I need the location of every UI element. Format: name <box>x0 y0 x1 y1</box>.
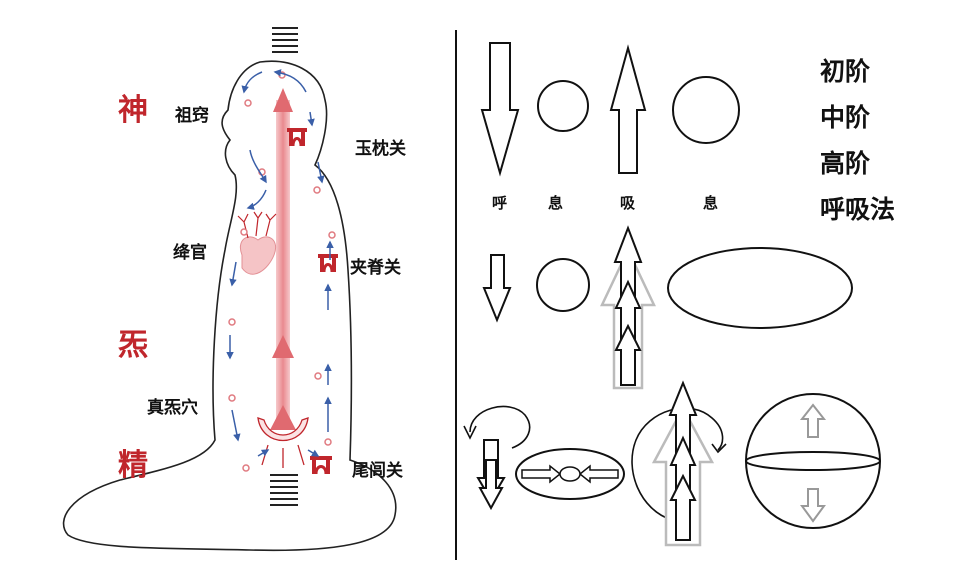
label-qi: 炁 <box>118 328 148 363</box>
title-intermediate: 中阶 <box>820 103 871 132</box>
heart-organ <box>240 236 276 275</box>
base-lines <box>270 474 298 506</box>
channel-arrow-mid <box>272 335 294 358</box>
caption-exhale: 呼 <box>492 194 508 212</box>
label-jiajiguan: 夹脊关 <box>350 258 401 278</box>
cauldron <box>257 417 309 441</box>
layered-exhale-arrows <box>476 439 506 511</box>
inhale-arrow <box>609 44 647 174</box>
pause-circle-2 <box>672 76 740 144</box>
caption-inhale: 吸 <box>620 194 636 212</box>
title-breathing-method: 呼吸法 <box>820 195 896 224</box>
rotation-arc-left <box>469 405 531 449</box>
layered-inhale-arrows <box>613 225 643 386</box>
label-jianggong: 绛官 <box>173 243 207 263</box>
label-zhenqixue: 真炁穴 <box>147 398 198 418</box>
label-jing: 精 <box>118 448 148 483</box>
caption-pause-1: 息 <box>548 194 564 212</box>
caption-pause-2: 息 <box>703 194 719 212</box>
channel-arrow-low <box>270 405 296 430</box>
channel-arrow-top <box>273 88 293 112</box>
sphere-down-arrow <box>800 488 826 523</box>
label-zuqiao: 祖窍 <box>175 106 209 126</box>
central-channel <box>276 100 290 425</box>
layered-inhale-arrows-2 <box>668 380 698 541</box>
pause-circle-1 <box>537 80 589 132</box>
inward-arrows <box>521 464 619 484</box>
crown-lines <box>272 27 298 53</box>
title-advanced: 高阶 <box>820 149 871 178</box>
gate-jiaji <box>318 254 338 273</box>
short-exhale-arrow <box>482 254 512 323</box>
label-yuzhenguan: 玉枕关 <box>355 139 406 159</box>
pause-circle-3 <box>536 258 590 312</box>
title-beginner: 初阶 <box>820 57 871 86</box>
label-shen: 神 <box>118 93 148 128</box>
rotation-arc-right <box>631 407 724 521</box>
body-outline <box>62 60 397 552</box>
sphere-equator <box>745 451 881 471</box>
gate-yuzhen <box>287 128 307 147</box>
exhale-arrow <box>480 42 520 177</box>
flow-arrows <box>226 69 334 457</box>
label-weiluguan: 尾闾关 <box>352 461 403 481</box>
expanded-ellipse <box>667 247 853 329</box>
gate-weilu <box>310 456 332 475</box>
acupoints <box>228 71 336 472</box>
sphere-up-arrow <box>799 403 827 438</box>
center-point <box>559 466 581 482</box>
